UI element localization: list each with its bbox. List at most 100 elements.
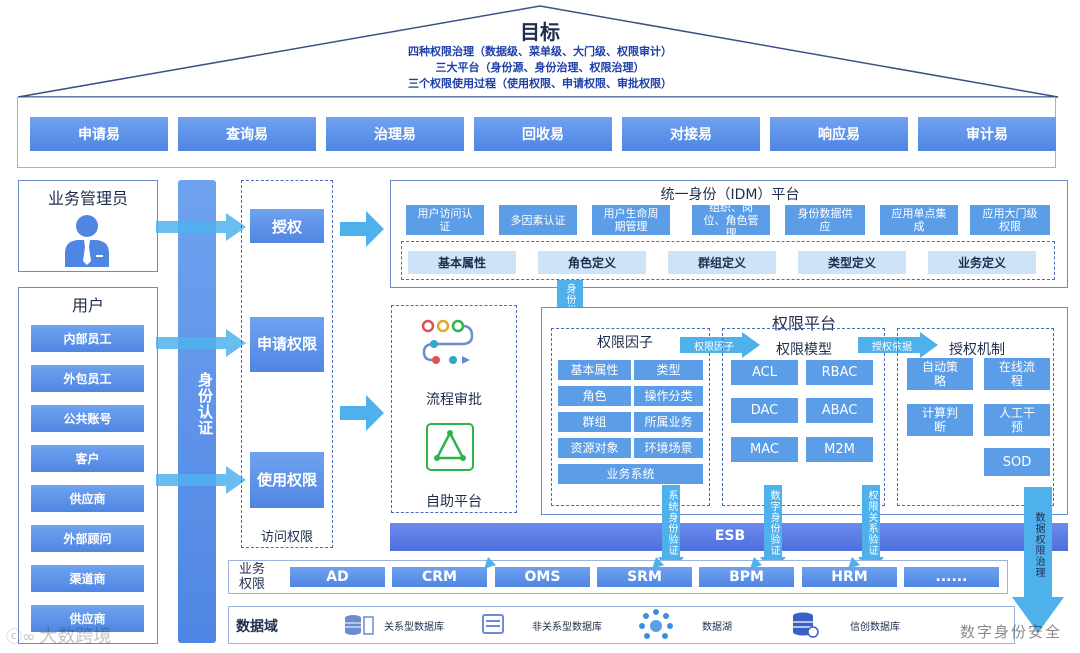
arrow-users-to-use — [156, 466, 246, 494]
watermark-left-text: 大数跨境 — [39, 626, 112, 647]
user-outsourced[interactable]: 外包员工 — [31, 365, 144, 392]
factor-type[interactable]: 类型 — [634, 360, 703, 380]
idm-func-access-auth[interactable]: 用户访问认证 — [406, 205, 484, 235]
mechanism-group — [897, 328, 1054, 506]
data-domain-band — [228, 606, 1015, 644]
def-business[interactable]: 业务定义 — [928, 251, 1036, 274]
data-governance-label: 数据权限治理 — [1033, 512, 1044, 578]
idm-func-mfa[interactable]: 多因素认证 — [499, 205, 577, 235]
sys-ad[interactable]: AD — [290, 567, 385, 587]
access-use-label: 使用权限 — [256, 470, 317, 489]
mech-manual[interactable]: 人工干预 — [984, 404, 1050, 436]
idm-func-sso[interactable]: 应用单点集成 — [880, 205, 958, 235]
self-service-icon — [426, 423, 474, 471]
access-use[interactable]: 使用权限 — [250, 452, 324, 508]
factors-title: 权限因子 — [597, 335, 653, 351]
model-title: 权限模型 — [776, 342, 832, 358]
module-audit[interactable]: 审计易 — [918, 117, 1056, 151]
relational-db-icon — [345, 615, 374, 635]
user-channel[interactable]: 渠道商 — [31, 565, 144, 592]
factor-arrow-label: 权限因子 — [694, 342, 734, 353]
sys-hrm[interactable]: HRM — [802, 567, 897, 587]
factor-role[interactable]: 角色 — [558, 386, 631, 406]
factor-basic-attr[interactable]: 基本属性 — [558, 360, 631, 380]
digital-verify-label: 数字身份验证 — [768, 490, 779, 556]
def-type[interactable]: 类型定义 — [798, 251, 906, 274]
sys-more[interactable]: ...... — [904, 567, 999, 587]
factors-group — [551, 328, 710, 506]
arrow-relation-verify — [858, 485, 884, 573]
arrow-to-workflow — [340, 395, 384, 431]
arrow-digital-verify — [760, 485, 786, 573]
data-domain-label: 数据域 — [236, 619, 278, 635]
mech-auto-policy[interactable]: 自动策略 — [907, 358, 973, 390]
data-lake-icon — [639, 609, 673, 639]
idm-func-gate-perm[interactable]: 应用大门级权限 — [970, 205, 1050, 235]
user-supplier[interactable]: 供应商 — [31, 485, 144, 512]
identity-supply-text: 身份供应 — [564, 283, 575, 327]
watermark-left: ⓒ∞ 大数跨境 — [6, 622, 166, 648]
sys-srm[interactable]: SRM — [597, 567, 692, 587]
user-public-account[interactable]: 公共账号 — [31, 405, 144, 432]
factor-biz-system[interactable]: 业务系统 — [558, 464, 703, 484]
mech-compute[interactable]: 计算判断 — [907, 404, 973, 436]
idm-func-lifecycle[interactable]: 用户生命周期管理 — [592, 205, 670, 235]
factor-resource[interactable]: 资源对象 — [558, 438, 631, 458]
access-apply-label: 申请权限 — [256, 335, 317, 353]
sys-oms[interactable]: OMS — [495, 567, 590, 587]
identity-supply-label: 身份供应 — [557, 283, 581, 331]
user-internal[interactable]: 内部员工 — [31, 325, 144, 352]
idm-func-org-role[interactable]: 组织、岗位、角色管理 — [692, 201, 770, 240]
model-mac[interactable]: MAC — [731, 437, 798, 462]
module-connect[interactable]: 对接易 — [622, 117, 760, 151]
module-recycle[interactable]: 回收易 — [474, 117, 612, 151]
module-apply[interactable]: 申请易 — [30, 117, 168, 151]
model-group — [722, 328, 885, 506]
factor-operation[interactable]: 操作分类 — [634, 386, 703, 406]
factor-group[interactable]: 群组 — [558, 412, 631, 432]
user-consultant[interactable]: 外部顾问 — [31, 525, 144, 552]
sys-crm[interactable]: CRM — [392, 567, 487, 587]
nosql-db-icon — [482, 614, 504, 634]
esb-bar — [390, 523, 1068, 551]
def-group[interactable]: 群组定义 — [668, 251, 776, 274]
access-caption: 访问权限 — [260, 530, 313, 545]
user-customer[interactable]: 客户 — [31, 445, 144, 472]
access-apply[interactable]: 申请权限 — [250, 317, 324, 372]
access-group — [241, 180, 333, 548]
data-nonrelational: 非关系型数据库 — [532, 622, 602, 633]
biz-perm-label: 业务权限 — [238, 562, 265, 592]
sys-bpm[interactable]: BPM — [699, 567, 794, 587]
user-supplier-2[interactable]: 供应商 — [31, 605, 144, 632]
model-rbac[interactable]: RBAC — [806, 360, 873, 385]
identity-auth-bar — [178, 180, 216, 643]
model-m2m[interactable]: M2M — [806, 437, 873, 462]
self-service-label: 自助平台 — [426, 494, 482, 510]
factor-environment[interactable]: 环境场景 — [634, 438, 703, 458]
arrow-esb-to-oms — [484, 551, 502, 569]
idm-func-data-supply[interactable]: 身份数据供应 — [785, 205, 865, 235]
model-acl[interactable]: ACL — [731, 360, 798, 385]
factor-business[interactable]: 所属业务 — [634, 412, 703, 432]
watermark-logo-icon: ⓒ∞ — [6, 627, 36, 646]
goal-line-2: 三大平台（身份源、身份治理、权限治理） — [435, 61, 645, 74]
mechanism-title: 授权机制 — [949, 342, 1005, 358]
arrow-esb-to-bpm — [750, 551, 768, 569]
arrow-factor-to-model — [680, 332, 760, 358]
model-dac[interactable]: DAC — [731, 398, 798, 423]
workflow-icon — [421, 319, 474, 364]
users-title: 用户 — [71, 296, 104, 315]
mech-online-flow[interactable]: 在线流程 — [984, 358, 1050, 390]
basis-arrow-label: 授权依据 — [872, 342, 912, 353]
access-grant[interactable]: 授权 — [250, 209, 324, 243]
model-abac[interactable]: ABAC — [806, 398, 873, 423]
mech-sod[interactable]: SOD — [984, 448, 1050, 476]
module-query[interactable]: 查询易 — [178, 117, 316, 151]
def-basic-attr[interactable]: 基本属性 — [408, 251, 516, 274]
module-govern[interactable]: 治理易 — [326, 117, 464, 151]
arrow-esb-to-srm — [652, 551, 670, 569]
module-respond[interactable]: 响应易 — [770, 117, 908, 151]
arrow-model-to-mechanism — [858, 332, 938, 358]
data-relational: 关系型数据库 — [384, 622, 444, 633]
def-role[interactable]: 角色定义 — [538, 251, 646, 274]
